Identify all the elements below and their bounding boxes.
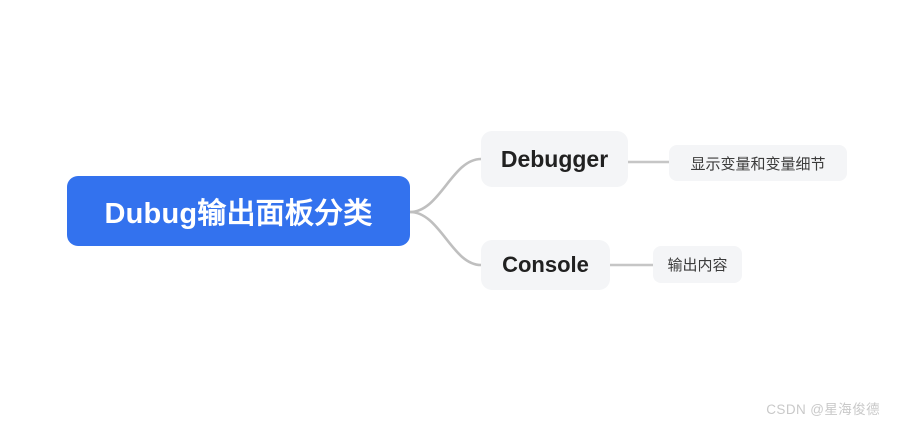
leaf-node-console-detail[interactable]: 输出内容 bbox=[653, 246, 742, 283]
leaf-node-console-detail-label: 输出内容 bbox=[667, 257, 728, 274]
leaf-node-debugger-detail[interactable]: 显示变量和变量细节 bbox=[669, 145, 847, 181]
connector-root-to-debugger bbox=[408, 157, 483, 214]
leaf-node-debugger-detail-label: 显示变量和变量细节 bbox=[690, 155, 826, 173]
branch-node-console[interactable]: Console bbox=[481, 240, 610, 290]
branch-node-console-label: Console bbox=[502, 252, 589, 277]
root-node[interactable]: Dubug输出面板分类 bbox=[67, 176, 410, 246]
csdn-watermark: CSDN @星海俊德 bbox=[766, 402, 880, 417]
root-node-label: Dubug输出面板分类 bbox=[104, 198, 373, 230]
branch-node-debugger-label: Debugger bbox=[500, 145, 609, 172]
connector-root-to-console bbox=[408, 210, 483, 267]
branch-node-debugger[interactable]: Debugger bbox=[481, 131, 628, 187]
